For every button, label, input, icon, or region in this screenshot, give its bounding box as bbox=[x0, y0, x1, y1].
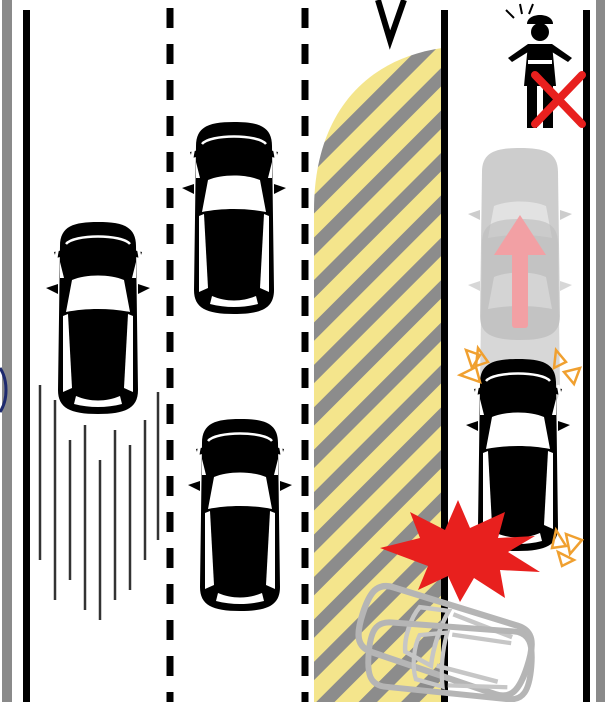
right-solid-line bbox=[583, 10, 590, 702]
left-solid-line bbox=[23, 10, 30, 702]
left-road-edge bbox=[2, 0, 12, 702]
right-road-edge bbox=[596, 0, 605, 702]
hatched-gore-area bbox=[314, 48, 442, 702]
car-icon bbox=[46, 222, 150, 414]
car-icon bbox=[182, 122, 286, 314]
car-icon bbox=[188, 419, 292, 611]
center-solid-line bbox=[441, 10, 448, 702]
car-icon bbox=[466, 359, 570, 551]
